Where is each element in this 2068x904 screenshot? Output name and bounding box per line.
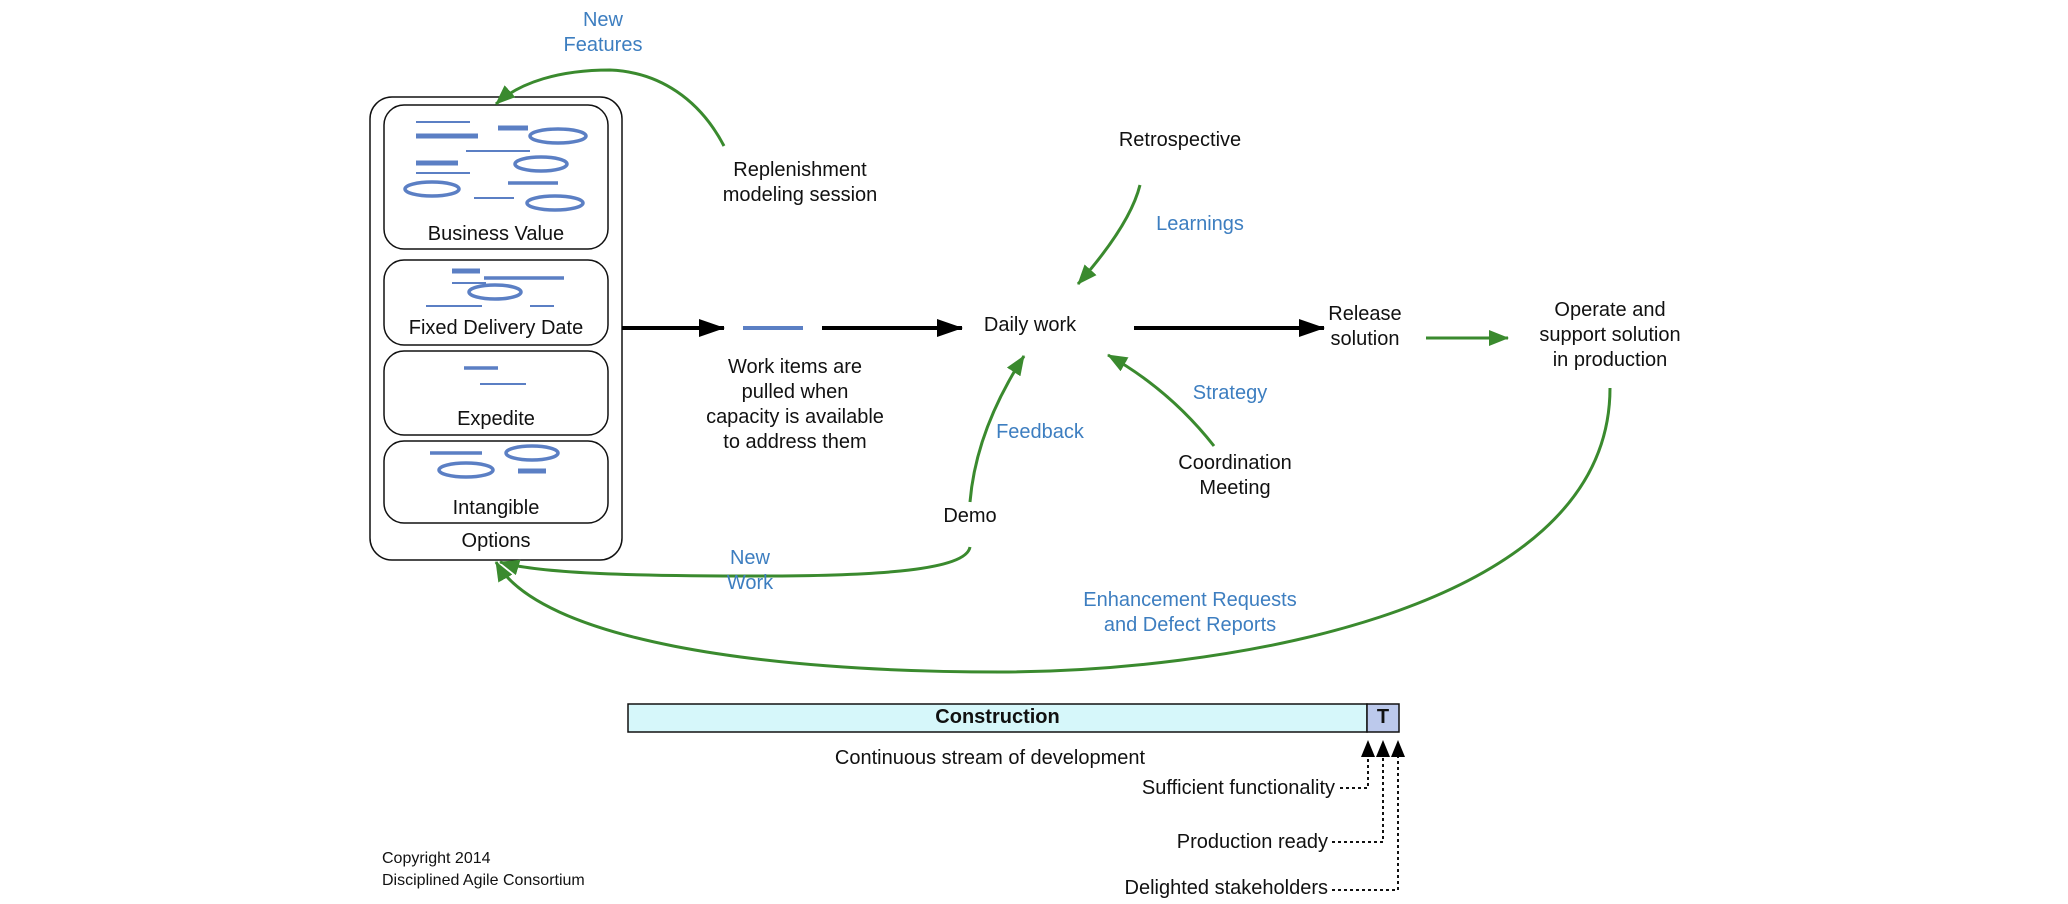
business-value-items: [403, 121, 588, 212]
expedite-label: Expedite: [457, 408, 535, 430]
fixed-delivery-date-label: Fixed Delivery Date: [408, 317, 584, 339]
options-title: Options: [461, 530, 531, 552]
release-solution-label: Release solution: [1328, 303, 1402, 350]
milestone-connectors: [1332, 752, 1399, 891]
copyright-line-2: Disciplined Agile Consortium: [382, 872, 585, 889]
intangible-items: [430, 444, 560, 479]
business-value-box: [383, 104, 609, 250]
intangible-box: [383, 440, 609, 524]
new-work-arrow: [499, 546, 972, 578]
retrospective-label: Retrospective: [1118, 129, 1242, 151]
milestone-production-ready: Production ready: [1176, 831, 1328, 853]
replenishment-label: Replenishment modeling session: [722, 159, 878, 206]
coordination-meeting-label: Coordination Meeting: [1178, 452, 1292, 499]
transition-label: T: [1376, 706, 1390, 728]
strategy-label: Strategy: [1192, 382, 1268, 404]
daily-work-label: Daily work: [983, 314, 1077, 336]
construction-bar: [627, 703, 1368, 733]
transition-bar: [1366, 703, 1400, 733]
business-value-label: Business Value: [427, 223, 565, 245]
milestone-delighted-stakeholders: Delighted stakeholders: [1124, 877, 1328, 899]
new-features-arrow: [494, 68, 726, 147]
fixed-delivery-items: [426, 268, 564, 307]
work-items-label: Work items are pulled when capacity is a…: [706, 356, 884, 453]
feedback-arrow: [968, 355, 1026, 503]
milestone-sufficient-functionality: Sufficient functionality: [1141, 777, 1335, 799]
intangible-label: Intangible: [452, 497, 540, 519]
milestone-arrowheads: [1361, 740, 1405, 757]
demo-label: Demo: [943, 505, 997, 527]
fixed-delivery-date-box: [383, 259, 609, 346]
construction-label: Construction: [935, 706, 1060, 728]
operate-label: Operate and support solution in producti…: [1539, 299, 1681, 371]
copyright-line-1: Copyright 2014: [382, 850, 491, 867]
continuous-stream-label: Continuous stream of development: [834, 747, 1146, 769]
learnings-label: Learnings: [1156, 213, 1244, 235]
enhancement-arrow: [494, 387, 1612, 674]
strategy-arrow: [1107, 353, 1216, 447]
expedite-box: [383, 350, 609, 436]
new-work-label: New Work: [726, 547, 774, 594]
learnings-arrow: [1076, 184, 1142, 285]
expedite-items: [464, 366, 526, 385]
new-features-label: New Features: [563, 9, 643, 56]
enhancement-label: Enhancement Requests and Defect Reports: [1083, 589, 1297, 636]
feedback-label: Feedback: [996, 421, 1084, 443]
